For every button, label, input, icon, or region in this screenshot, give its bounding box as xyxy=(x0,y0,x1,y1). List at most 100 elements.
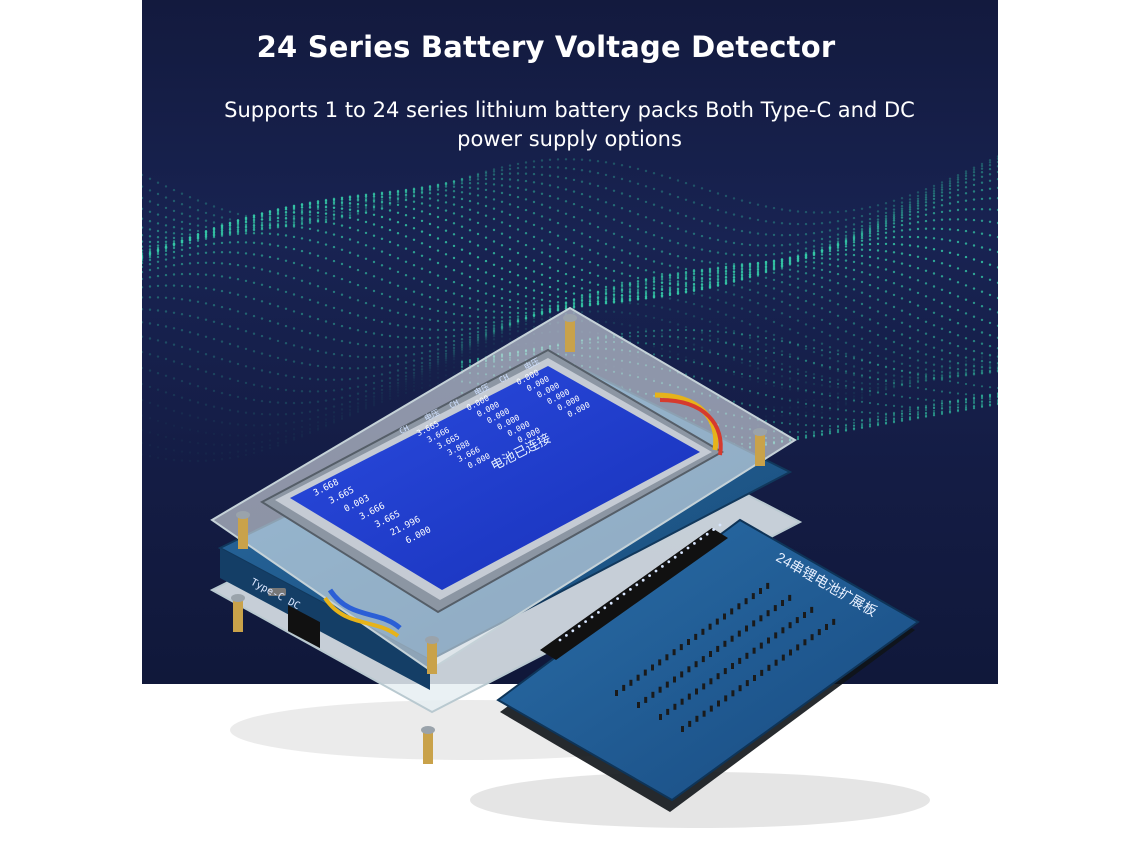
wave-dot xyxy=(828,263,832,266)
wave-dot xyxy=(420,280,424,283)
wave-dot xyxy=(836,249,840,252)
wave-dot xyxy=(588,271,592,275)
wave-dot xyxy=(924,257,928,260)
wave-dot xyxy=(580,294,584,297)
wave-dot xyxy=(452,180,456,184)
wave-dot xyxy=(740,229,744,233)
wave-dot xyxy=(676,280,680,283)
wave-dot xyxy=(516,274,520,277)
wave-dot xyxy=(548,174,552,177)
header-pin xyxy=(759,588,762,594)
wave-dot xyxy=(988,187,992,190)
header-pin xyxy=(716,673,720,680)
wave-dot xyxy=(916,267,920,270)
wave-dot xyxy=(460,295,464,298)
wave-dot xyxy=(804,256,808,260)
wave-dot xyxy=(748,243,752,247)
wave-dot xyxy=(300,226,304,229)
wave-dot xyxy=(916,245,920,248)
wave-dot xyxy=(948,278,952,281)
header-pin xyxy=(774,659,778,666)
wave-dot xyxy=(348,216,352,219)
header-pin xyxy=(658,659,662,666)
wave-dot xyxy=(724,194,728,198)
wave-dot xyxy=(972,272,976,276)
wave-dot xyxy=(892,225,896,229)
wave-dot xyxy=(884,258,888,261)
header-pin xyxy=(752,620,756,627)
wave-dot xyxy=(740,276,744,279)
wave-dot xyxy=(716,272,720,275)
wave-dot xyxy=(996,155,998,158)
wave-dot xyxy=(628,294,632,298)
wave-dot xyxy=(620,164,624,167)
wave-dot xyxy=(428,222,432,226)
wave-dot xyxy=(956,240,960,244)
wave-dot xyxy=(780,222,784,225)
wave-dot xyxy=(532,270,536,273)
wave-dot xyxy=(452,180,456,183)
wave-dot xyxy=(580,257,584,260)
solder-pad xyxy=(705,532,709,536)
wave-dot xyxy=(780,208,784,211)
wave-dot xyxy=(268,210,272,214)
header-pin xyxy=(817,629,821,636)
wave-dot xyxy=(780,259,784,263)
wave-dot xyxy=(142,240,144,243)
wave-dot xyxy=(924,201,928,204)
wave-dot xyxy=(468,208,472,211)
wave-dot xyxy=(412,190,416,194)
wave-dot xyxy=(156,222,160,225)
wave-dot xyxy=(596,184,600,188)
wave-dot xyxy=(932,201,936,204)
wave-dot xyxy=(380,226,384,229)
solder-pad xyxy=(661,565,664,568)
wave-dot xyxy=(780,244,784,247)
wave-dot xyxy=(180,192,184,195)
wave-dot xyxy=(220,234,224,237)
wave-dot xyxy=(812,222,816,225)
wave-dot xyxy=(932,259,936,263)
wave-dot xyxy=(492,177,496,181)
wave-dot xyxy=(572,292,576,295)
wave-dot xyxy=(604,229,608,232)
wave-dot xyxy=(668,282,672,286)
wave-dot xyxy=(700,260,704,263)
wave-dot xyxy=(444,265,448,268)
wave-dot xyxy=(148,189,152,192)
wave-dot xyxy=(468,306,472,310)
wave-dot xyxy=(756,203,760,206)
wave-dot xyxy=(252,226,256,229)
wave-dot xyxy=(644,269,648,272)
wave-dot xyxy=(276,219,280,223)
wave-dot xyxy=(556,234,560,237)
wave-dot xyxy=(708,274,712,277)
wave-dot xyxy=(676,179,680,182)
wave-dot xyxy=(964,192,968,195)
wave-dot xyxy=(756,262,760,265)
wave-dot xyxy=(916,255,920,258)
wave-dot xyxy=(468,182,472,185)
wave-dot xyxy=(380,195,384,199)
wave-dot xyxy=(292,215,296,218)
wave-dot xyxy=(604,298,608,301)
wave-dot xyxy=(916,291,920,295)
wave-dot xyxy=(492,240,496,243)
wave-dot xyxy=(428,188,432,191)
solder-pad xyxy=(584,620,587,623)
wave-dot xyxy=(436,298,440,301)
wave-dot xyxy=(844,234,848,237)
wave-dot xyxy=(364,206,368,210)
wave-dot xyxy=(308,221,312,224)
wave-dot xyxy=(348,238,352,241)
wave-dot xyxy=(716,238,720,242)
wave-dot xyxy=(380,200,384,204)
wave-dot xyxy=(452,196,456,199)
wave-dot xyxy=(252,215,256,219)
solder-pad xyxy=(641,578,645,582)
wave-dot xyxy=(268,227,272,230)
wave-dot xyxy=(972,168,976,171)
wave-dot xyxy=(612,300,616,303)
wave-dot xyxy=(644,278,648,281)
wave-dot xyxy=(652,187,656,191)
